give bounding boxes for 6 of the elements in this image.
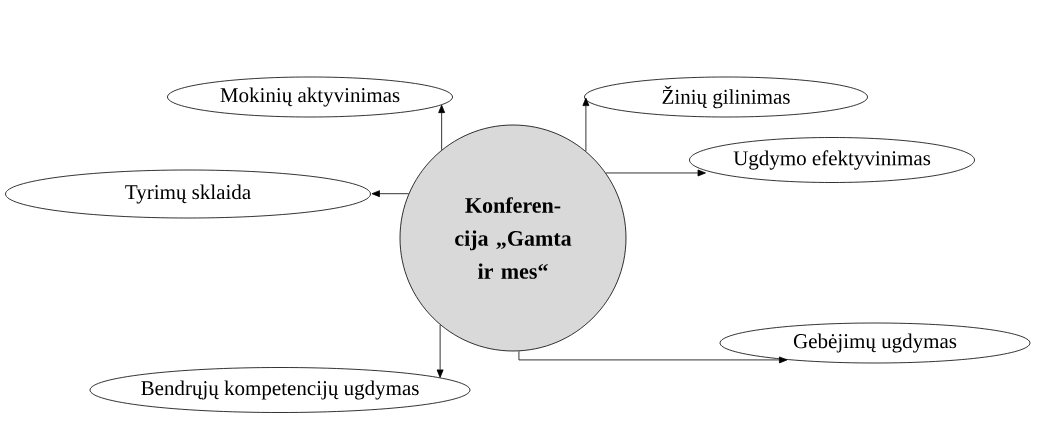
arrow: [436, 324, 444, 378]
arrow: [518, 350, 788, 364]
arrow: [438, 104, 446, 151]
arrow: [605, 169, 706, 177]
arrow: [582, 97, 590, 152]
arrow: [371, 190, 409, 198]
